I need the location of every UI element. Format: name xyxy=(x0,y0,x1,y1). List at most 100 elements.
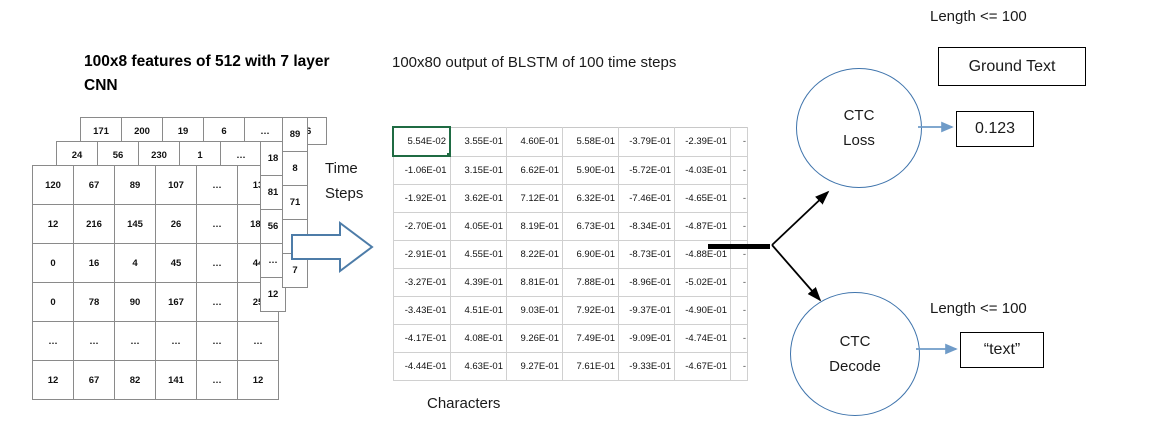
ctc-loss-node[interactable]: CTC Loss xyxy=(796,68,922,188)
matrix-cell[interactable]: -9.33E-01 xyxy=(618,352,675,381)
matrix-cell[interactable]: -2.91E-01 xyxy=(392,240,451,269)
cell: 171 xyxy=(80,117,122,145)
cell: 56 xyxy=(97,141,139,169)
matrix-cell[interactable]: -4.90E-01 xyxy=(674,296,731,325)
cnn-feature-layer-front: 120 67 89 107 … 13 12 216 145 26 … 181 0… xyxy=(32,165,279,400)
cell: … xyxy=(32,321,74,361)
cell: … xyxy=(114,321,156,361)
matrix-cell[interactable]: -2.70E-01 xyxy=(392,212,451,241)
matrix-cell[interactable]: 7.61E-01 xyxy=(562,352,619,381)
matrix-cell[interactable]: -7.46E-01 xyxy=(618,184,675,213)
matrix-cell[interactable]: 4.55E-01 xyxy=(449,240,507,269)
loss-value: 0.123 xyxy=(974,120,1016,137)
matrix-cell[interactable]: 6.90E-01 xyxy=(562,240,619,269)
loss-value-box[interactable]: 0.123 xyxy=(956,111,1034,147)
matrix-cell[interactable]: -4.03E-01 xyxy=(674,155,731,185)
matrix-cell[interactable]: 3.62E-01 xyxy=(449,184,507,213)
cell: 200 xyxy=(121,117,163,145)
matrix-cell[interactable]: 8.19E-01 xyxy=(506,212,563,241)
matrix-cell[interactable]: -9.37E-01 xyxy=(618,296,675,325)
matrix-cell[interactable]: 7.49E-01 xyxy=(562,324,619,353)
matrix-cell[interactable]: - xyxy=(730,126,748,157)
matrix-cell[interactable]: 7.92E-01 xyxy=(562,296,619,325)
matrix-cell[interactable]: -8.73E-01 xyxy=(618,240,675,269)
matrix-cell[interactable]: -4.74E-01 xyxy=(674,324,731,353)
matrix-cell-selected[interactable]: 5.54E-02 xyxy=(392,126,451,157)
matrix-cell[interactable]: -8.96E-01 xyxy=(618,268,675,297)
matrix-cell[interactable]: 4.39E-01 xyxy=(449,268,507,297)
matrix-cell[interactable]: 4.51E-01 xyxy=(449,296,507,325)
blstm-output-title: 100x80 output of BLSTM of 100 time steps xyxy=(392,54,677,71)
matrix-cell[interactable]: - xyxy=(730,352,748,381)
ctc-decode-node[interactable]: CTC Decode xyxy=(790,292,920,416)
ground-text-value: Ground Text xyxy=(968,57,1056,75)
table-row: 8 xyxy=(282,151,308,186)
cell: … xyxy=(196,243,238,283)
matrix-cell[interactable]: -8.34E-01 xyxy=(618,212,675,241)
matrix-cell[interactable]: 3.15E-01 xyxy=(449,155,507,185)
decoded-text-value: “text” xyxy=(983,341,1021,358)
matrix-cell[interactable]: 7.88E-01 xyxy=(562,268,619,297)
matrix-cell[interactable]: -4.65E-01 xyxy=(674,184,731,213)
ctc-loss-output-arrow-icon xyxy=(918,121,954,133)
table-row: 71 xyxy=(282,185,308,220)
time-steps-text: Time Steps xyxy=(325,160,364,202)
cell: … xyxy=(196,321,238,361)
cell: 45 xyxy=(155,243,197,283)
matrix-cell[interactable]: 8.22E-01 xyxy=(506,240,563,269)
table-row: 56 xyxy=(260,209,286,244)
cell: 18 xyxy=(260,141,286,176)
matrix-cell[interactable]: 9.03E-01 xyxy=(506,296,563,325)
table-row: 5.54E-02 3.55E-01 4.60E-01 5.58E-01 -3.7… xyxy=(392,126,748,157)
cell: 82 xyxy=(114,360,156,400)
time-steps-label: Time Steps xyxy=(325,156,395,206)
matrix-cell[interactable]: -3.79E-01 xyxy=(618,126,675,157)
cell: 24 xyxy=(56,141,98,169)
matrix-cell[interactable]: - xyxy=(730,212,748,241)
cell: 90 xyxy=(114,282,156,322)
matrix-cell[interactable]: 4.60E-01 xyxy=(506,126,563,157)
matrix-cell[interactable]: 9.26E-01 xyxy=(506,324,563,353)
matrix-cell[interactable]: -1.06E-01 xyxy=(392,155,451,185)
cell: 0 xyxy=(32,243,74,283)
matrix-cell[interactable]: 4.63E-01 xyxy=(449,352,507,381)
matrix-cell[interactable]: -4.67E-01 xyxy=(674,352,731,381)
table-row: -2.70E-01 4.05E-01 8.19E-01 6.73E-01 -8.… xyxy=(392,212,748,241)
cell: 8 xyxy=(282,151,308,186)
matrix-cell[interactable]: - xyxy=(730,324,748,353)
ground-text-box[interactable]: Ground Text xyxy=(938,47,1086,86)
matrix-cell[interactable]: 4.05E-01 xyxy=(449,212,507,241)
cell: 107 xyxy=(155,165,197,205)
matrix-cell[interactable]: 3.55E-01 xyxy=(449,126,507,157)
branch-down-arrow-icon xyxy=(771,244,822,302)
matrix-cell[interactable]: - xyxy=(730,268,748,297)
matrix-cell[interactable]: 4.08E-01 xyxy=(449,324,507,353)
matrix-cell[interactable]: - xyxy=(730,296,748,325)
matrix-cell[interactable]: 6.73E-01 xyxy=(562,212,619,241)
matrix-cell[interactable]: -9.09E-01 xyxy=(618,324,675,353)
matrix-cell[interactable]: -5.02E-01 xyxy=(674,268,731,297)
branch-up-arrow-icon xyxy=(771,190,830,246)
table-row: 89 xyxy=(282,117,308,152)
matrix-cell[interactable]: 5.58E-01 xyxy=(562,126,619,157)
table-row: 12 67 82 141 … 12 xyxy=(32,360,279,400)
decoded-text-box[interactable]: “text” xyxy=(960,332,1044,368)
matrix-cell[interactable]: 8.81E-01 xyxy=(506,268,563,297)
matrix-cell[interactable]: 9.27E-01 xyxy=(506,352,563,381)
matrix-cell[interactable]: -4.44E-01 xyxy=(392,352,451,381)
matrix-cell[interactable]: 7.12E-01 xyxy=(506,184,563,213)
matrix-cell[interactable]: -3.27E-01 xyxy=(392,268,451,297)
matrix-cell[interactable]: 6.32E-01 xyxy=(562,184,619,213)
matrix-cell[interactable]: -1.92E-01 xyxy=(392,184,451,213)
matrix-cell[interactable]: -4.17E-01 xyxy=(392,324,451,353)
matrix-cell[interactable]: -3.43E-01 xyxy=(392,296,451,325)
blstm-output-matrix[interactable]: 5.54E-02 3.55E-01 4.60E-01 5.58E-01 -3.7… xyxy=(392,126,748,381)
matrix-cell[interactable]: -5.72E-01 xyxy=(618,155,675,185)
cell: … xyxy=(196,165,238,205)
ctc-loss-line2: Loss xyxy=(843,132,875,149)
matrix-cell[interactable]: 5.90E-01 xyxy=(562,155,619,185)
table-row: 120 67 89 107 … 13 xyxy=(32,165,279,205)
matrix-cell[interactable]: 6.62E-01 xyxy=(506,155,563,185)
ctc-decode-output-arrow-icon xyxy=(916,343,958,355)
cell: … xyxy=(155,321,197,361)
